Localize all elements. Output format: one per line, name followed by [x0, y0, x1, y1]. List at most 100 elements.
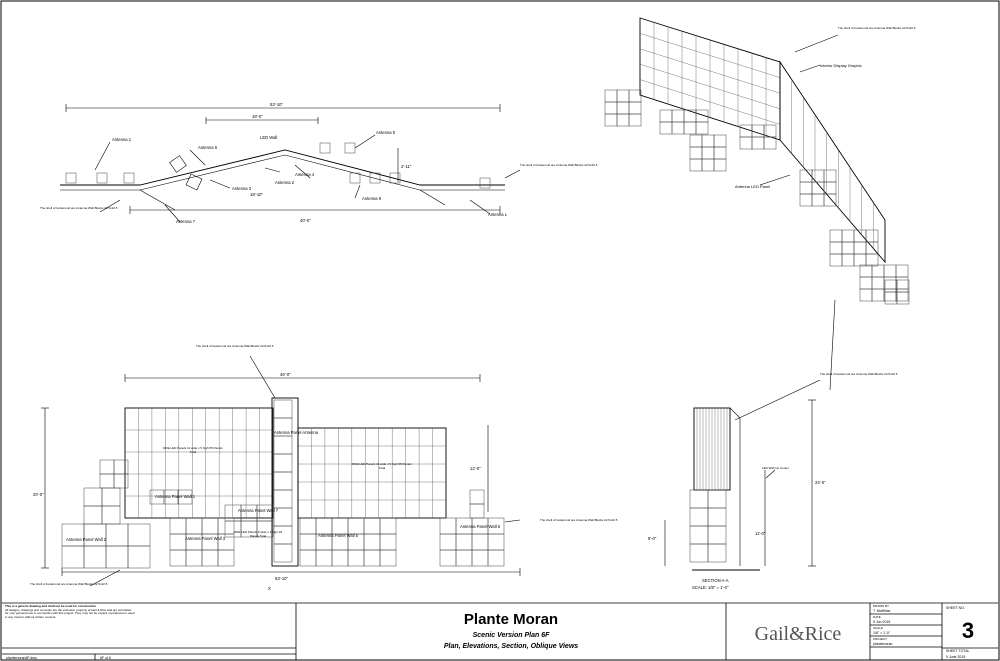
block: [61, 523, 85, 547]
block: [853, 241, 867, 255]
elevation-dim-left-height: 20'-0": [33, 492, 44, 497]
block: [871, 288, 885, 302]
wall-label-6: Antenna Panel Wall 6: [460, 524, 501, 529]
block: [896, 279, 910, 293]
block: [61, 545, 85, 569]
block: [763, 136, 777, 150]
block: [319, 142, 331, 154]
block: [628, 89, 642, 103]
plan-note-right: The shell of Isolamond are Antenna Wall …: [520, 163, 598, 167]
plan-antenna2: Antenna 2: [275, 180, 295, 185]
block: [604, 113, 618, 127]
block: [65, 172, 77, 184]
block: [83, 523, 107, 547]
block: [217, 517, 235, 535]
block: [829, 253, 843, 267]
field-value-3: plantemoran: [873, 642, 893, 646]
block: [471, 549, 489, 567]
plan-antenna1: Antenna 1: [112, 137, 132, 142]
block: [799, 193, 813, 207]
block: [349, 172, 361, 184]
block: [127, 545, 151, 569]
block: [201, 517, 219, 535]
block: [299, 517, 317, 535]
led-grid-left: [125, 408, 273, 518]
block: [185, 173, 203, 191]
wall-label-5: Antenna Panel Wall 5: [318, 533, 359, 538]
plan-dim-overall: 53'-10": [270, 102, 284, 107]
project-subtitle: Scenic Version Plan 6F: [473, 632, 550, 639]
panel-note-center: RDE LED Panels 6 wide x 3 high 18 Panels…: [233, 530, 283, 538]
project-title: Plante Moran: [464, 611, 558, 628]
block: [841, 229, 855, 243]
elevation-note-top: The shell of Isolamond are Antenna Wall …: [196, 344, 274, 348]
elevation-labels: 46'-0" 53'-10" 20'-0" 12'-0" X Antenna P…: [33, 372, 501, 591]
field-value-1: 9 Jun 2015: [873, 620, 890, 624]
sheet-number: 3: [962, 618, 974, 643]
block: [105, 523, 129, 547]
block: [331, 549, 349, 567]
block: [799, 169, 813, 183]
plan-antenna9: Antenna 9: [362, 196, 382, 201]
disclaimer-title: This is a generic drawing and shall not …: [5, 605, 97, 608]
block: [469, 503, 485, 519]
plan-view: [60, 104, 521, 223]
block: [363, 549, 381, 567]
block: [628, 113, 642, 127]
file-sheet: 6F of 8: [100, 656, 111, 660]
oblique-frame-label: Interior Display Graphic: [820, 63, 862, 68]
section-scale: SCALE: 1/8" = 1'-0": [692, 585, 729, 590]
block: [853, 229, 867, 243]
block: [169, 533, 187, 551]
disclaimer-text: All designs, drawings and concepts are t…: [5, 607, 135, 619]
oblique-grid-upper: [639, 22, 781, 136]
plan-antenna3: Antenna 3: [232, 186, 252, 191]
block: [123, 172, 135, 184]
block: [689, 525, 709, 545]
block: [707, 489, 727, 509]
block: [616, 101, 630, 115]
block: [83, 505, 103, 525]
block: [841, 253, 855, 267]
block: [113, 473, 129, 489]
led-grid-right: [298, 428, 446, 518]
block: [347, 549, 365, 567]
block: [829, 241, 843, 255]
block: [689, 543, 709, 563]
block: [273, 399, 293, 419]
block: [379, 517, 397, 535]
block: [471, 533, 489, 551]
plan-antenna4: Antenna 4: [295, 172, 315, 177]
elevation-note-bottom: The shell of Isolamond are Antenna Wall …: [30, 582, 108, 586]
block: [469, 489, 485, 505]
block: [689, 158, 703, 172]
block: [713, 134, 727, 148]
block: [659, 121, 673, 135]
block: [439, 549, 457, 567]
block: [101, 505, 121, 525]
elevation-dim-right-height: 12'-0": [470, 466, 481, 471]
block: [185, 517, 203, 535]
block: [99, 459, 115, 475]
block: [811, 193, 825, 207]
block: [379, 549, 397, 567]
block: [331, 517, 349, 535]
grid-line: [639, 33, 781, 78]
elevation-dim-top: 46'-0": [280, 372, 291, 377]
grid-line: [639, 79, 781, 125]
oblique-note-top: The shell of Isolamond are Antenna Wall …: [838, 26, 916, 30]
wall-label-2: Antenna Panel Wall 2: [66, 537, 107, 542]
block: [689, 134, 703, 148]
block: [859, 264, 873, 278]
block: [871, 276, 885, 290]
block: [689, 489, 709, 509]
panel-note-right: RDE LED Panels 11 wide x 5 high 55 Panel…: [352, 462, 412, 470]
block: [853, 253, 867, 267]
elevation-note-right: The shell of Isolamond are Antenna Wall …: [540, 518, 618, 522]
block: [83, 487, 103, 507]
field-value-0: T. McMillan: [873, 609, 891, 613]
block: [628, 101, 642, 115]
block: [859, 276, 873, 290]
plan-antenna5: Antenna 5: [376, 130, 396, 135]
